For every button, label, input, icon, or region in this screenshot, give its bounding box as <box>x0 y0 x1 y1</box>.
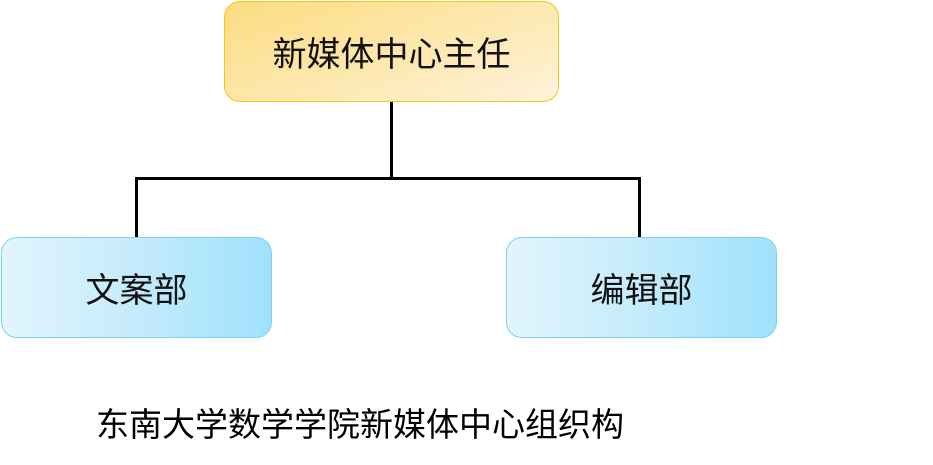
director-node: 新媒体中心主任 <box>224 1 559 102</box>
connector-left-vertical <box>135 177 138 237</box>
connector-root-vertical <box>390 102 393 179</box>
connector-right-vertical <box>638 177 641 237</box>
director-label: 新媒体中心主任 <box>272 35 511 75</box>
copywriting-dept-label: 文案部 <box>85 271 188 311</box>
editing-dept-node: 编辑部 <box>506 237 777 338</box>
diagram-caption: 东南大学数学学院新媒体中心组织构 <box>96 405 624 444</box>
copywriting-dept-node: 文案部 <box>1 237 272 338</box>
editing-dept-label: 编辑部 <box>590 271 693 311</box>
connector-horizontal <box>135 177 641 180</box>
